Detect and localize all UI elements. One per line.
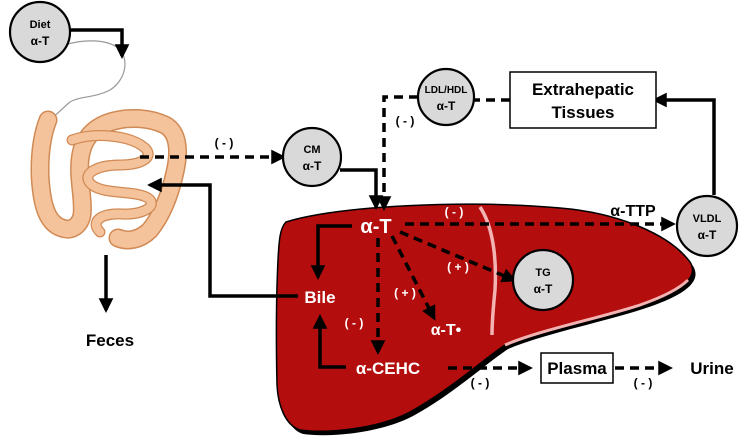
arrow-diet-to-gut [70, 28, 130, 59]
solid-arrows [70, 28, 716, 369]
arrow-cehc-to-bile [312, 314, 346, 369]
label-alpha-t-radical: α-T• [431, 322, 462, 339]
stomach [47, 40, 126, 119]
label-urine: Urine [690, 359, 733, 378]
sign-gut-to-cm: ( - ) [215, 136, 234, 150]
sign-ldl-down: ( - ) [396, 114, 415, 128]
sign-cehc-minus: ( - ) [345, 316, 364, 330]
box-extrahepatic-line2: Tissues [551, 103, 614, 122]
node-ldl-hdl: LDL/HDL α-T [416, 67, 476, 127]
label-alpha-t-liver: α-T [360, 216, 391, 238]
liver [275, 203, 696, 436]
node-diet-line2: α-T [31, 34, 50, 48]
dashed-arrows [140, 95, 676, 376]
node-vldl-line1: VLDL [693, 213, 722, 225]
box-plasma: Plasma [540, 352, 614, 384]
node-diet-line1: Diet [30, 19, 51, 31]
label-alpha-ttp: α-TTP [610, 203, 656, 220]
sign-urine-minus: ( - ) [634, 376, 653, 390]
liver-body [275, 203, 694, 432]
label-feces: Feces [86, 331, 134, 350]
sign-ttp: ( - ) [445, 205, 464, 219]
intestine [30, 40, 187, 250]
label-bile: Bile [304, 288, 335, 307]
box-extrahepatic: Extrahepatic Tissues [509, 71, 657, 129]
arrow-vldl-to-tissues [652, 92, 716, 195]
label-alpha-cehc: α-CEHC [356, 359, 420, 378]
arrow-bile-to-gut [147, 177, 298, 298]
node-ldl-hdl-line2: α-T [437, 99, 456, 113]
sign-plasma-minus: ( - ) [471, 376, 490, 390]
node-tg: TG α-T [511, 248, 575, 312]
sign-radical-plus: ( + ) [394, 286, 416, 300]
box-extrahepatic-line1: Extrahepatic [532, 80, 634, 99]
node-vldl-line2: α-T [698, 228, 717, 242]
node-cm: CM α-T [281, 126, 343, 188]
small-intestine-fill [67, 131, 156, 237]
node-cm-line2: α-T [303, 159, 322, 173]
sign-tg-plus: ( + ) [447, 260, 469, 274]
node-tg-line2: α-T [534, 282, 553, 296]
arrow-ldl-to-liver [376, 95, 418, 211]
box-plasma-label: Plasma [547, 359, 607, 378]
node-cm-line1: CM [303, 144, 320, 156]
liver-highlight [504, 278, 690, 347]
node-diet: Diet α-T [8, 0, 72, 64]
node-vldl: VLDL α-T [675, 194, 739, 258]
arrow-at-to-radical [390, 235, 436, 321]
node-ldl-hdl-line1: LDL/HDL [425, 85, 468, 96]
arrow-at-to-bile [310, 224, 352, 280]
node-tg-line1: TG [535, 267, 550, 279]
arrow-cm-to-liver [340, 168, 384, 210]
arrow-at-to-tg [399, 230, 517, 283]
